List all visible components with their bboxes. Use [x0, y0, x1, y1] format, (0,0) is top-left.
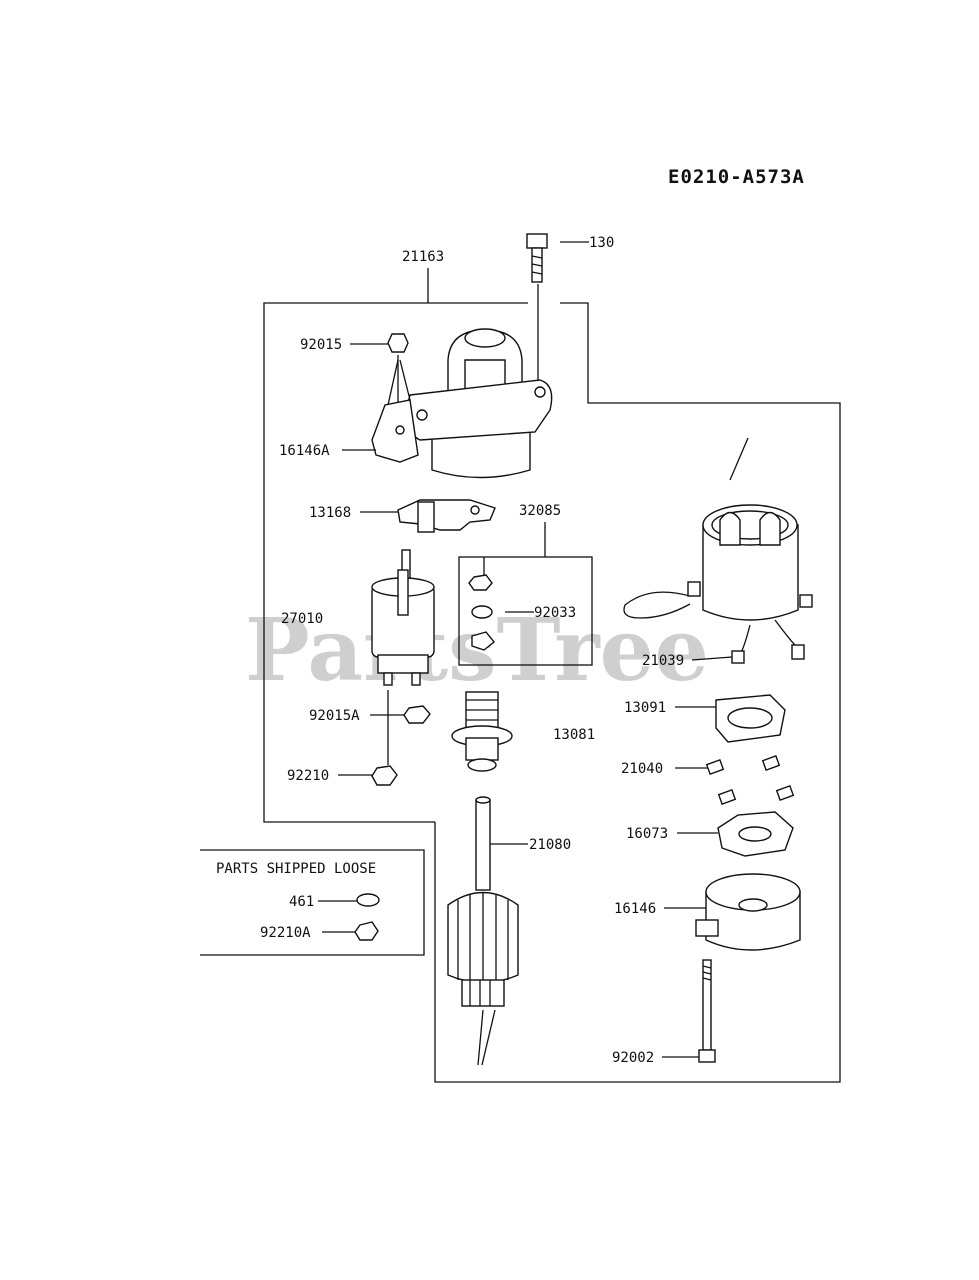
lever-13168-part[interactable] [397, 499, 496, 533]
label-13081: 13081 [553, 727, 595, 743]
solenoid-27010-part[interactable] [371, 549, 435, 686]
yoke-21039-part[interactable] [623, 437, 813, 664]
label-13091: 13091 [624, 700, 666, 716]
label-13168: 13168 [309, 505, 351, 521]
pinion-13081-part[interactable] [451, 691, 513, 772]
diagram-code: E0210-A573A [668, 166, 805, 188]
label-21080: 21080 [529, 837, 571, 853]
plate-16073-part[interactable] [717, 811, 794, 857]
label-21039: 21039 [642, 653, 684, 669]
label-92015: 92015 [300, 337, 342, 353]
assembly-frame [263, 268, 841, 1083]
armature-21080-part[interactable] [447, 796, 519, 1066]
bolt-92002-part[interactable] [698, 959, 716, 1063]
label-27010: 27010 [281, 611, 323, 627]
label-92210: 92210 [287, 768, 329, 784]
kit-32085-bracket [458, 522, 593, 666]
label-21163: 21163 [402, 249, 444, 265]
label-130: 130 [589, 235, 614, 251]
label-92210A: 92210A [260, 925, 311, 941]
label-21040: 21040 [621, 761, 663, 777]
label-16146: 16146 [614, 901, 656, 917]
label-92033: 92033 [534, 605, 576, 621]
kit-32085-parts[interactable] [468, 574, 495, 651]
cover-16146-part[interactable] [695, 873, 801, 951]
loose-box-title: PARTS SHIPPED LOOSE [216, 861, 376, 877]
label-92002: 92002 [612, 1050, 654, 1066]
bolt-130-part[interactable] [526, 233, 548, 390]
housing-16146A-part[interactable] [371, 328, 553, 479]
label-16146A: 16146A [279, 443, 330, 459]
label-92015A: 92015A [309, 708, 360, 724]
brush-holder-13091-part[interactable] [715, 694, 786, 743]
loose-nuts-part[interactable] [354, 893, 380, 941]
label-32085: 32085 [519, 503, 561, 519]
label-16073: 16073 [626, 826, 668, 842]
label-461: 461 [289, 894, 314, 910]
loose-parts-box: PARTS SHIPPED LOOSE [200, 849, 425, 956]
nut-92015A-part[interactable] [387, 690, 431, 765]
nut-92210-part[interactable] [371, 765, 398, 786]
springs-21040-part[interactable] [705, 755, 795, 805]
leader-lines [318, 241, 733, 1058]
